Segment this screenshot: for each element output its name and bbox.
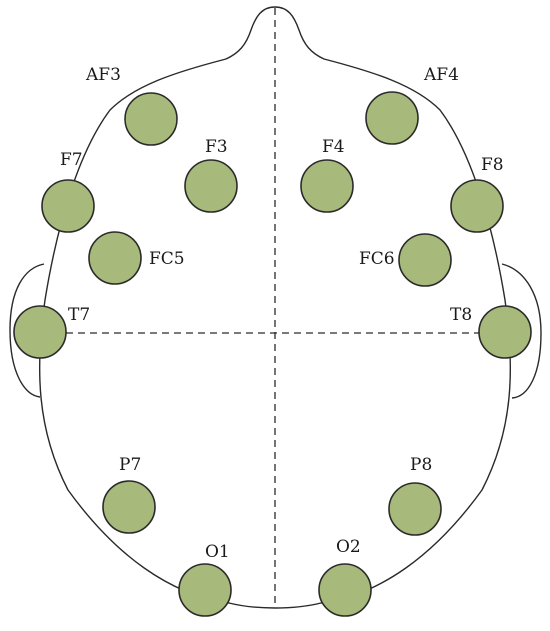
electrode-f4-circle (300, 159, 354, 213)
left-ear (9, 263, 45, 398)
electrode-f8-label: F8 (481, 155, 504, 175)
electrode-af3: AF3 (85, 65, 178, 146)
electrode-p8-circle (388, 482, 442, 536)
electrode-f8-circle (450, 179, 504, 233)
electrode-af4-circle (365, 91, 419, 145)
electrode-p7: P7 (102, 455, 156, 534)
head-outline (38, 6, 512, 609)
right-ear (501, 263, 542, 399)
electrode-af4-label: AF4 (423, 65, 459, 85)
electrode-f7-circle (41, 179, 95, 233)
electrode-f7: F7 (41, 150, 95, 233)
electrode-af3-label: AF3 (85, 65, 121, 85)
electrode-o1-circle (178, 563, 232, 617)
electrode-fc5: FC5 (88, 231, 185, 285)
electrode-o2-circle (318, 563, 372, 617)
electrode-p8-label: P8 (410, 455, 432, 475)
electrode-t7-label: T7 (68, 305, 90, 325)
electrode-o2: O2 (318, 537, 372, 617)
electrode-fc6: FC6 (359, 233, 452, 287)
electrode-t7: T7 (13, 305, 90, 359)
electrode-af3-circle (124, 92, 178, 146)
electrode-f7-label: F7 (60, 150, 83, 170)
electrode-o1: O1 (178, 542, 232, 617)
electrode-fc5-circle (88, 231, 142, 285)
electrode-f3-label: F3 (205, 137, 228, 157)
electrode-f4-label: F4 (322, 137, 345, 157)
electrode-p7-circle (102, 480, 156, 534)
electrode-t7-circle (13, 305, 67, 359)
electrode-f3-circle (184, 159, 238, 213)
electrode-p8: P8 (388, 455, 442, 536)
electrode-p7-label: P7 (119, 455, 141, 475)
electrode-fc6-circle (398, 233, 452, 287)
electrode-o2-label: O2 (336, 537, 361, 557)
electrode-f3: F3 (184, 137, 238, 213)
electrode-t8-circle (478, 305, 532, 359)
electrode-f8: F8 (450, 155, 504, 233)
electrode-fc6-label: FC6 (359, 249, 395, 269)
electrode-fc5-label: FC5 (149, 249, 185, 269)
electrode-t8: T8 (450, 305, 532, 359)
electrode-o1-label: O1 (205, 542, 230, 562)
electrode-t8-label: T8 (450, 305, 472, 325)
electrode-f4: F4 (300, 137, 354, 213)
electrode-af4: AF4 (365, 65, 459, 145)
